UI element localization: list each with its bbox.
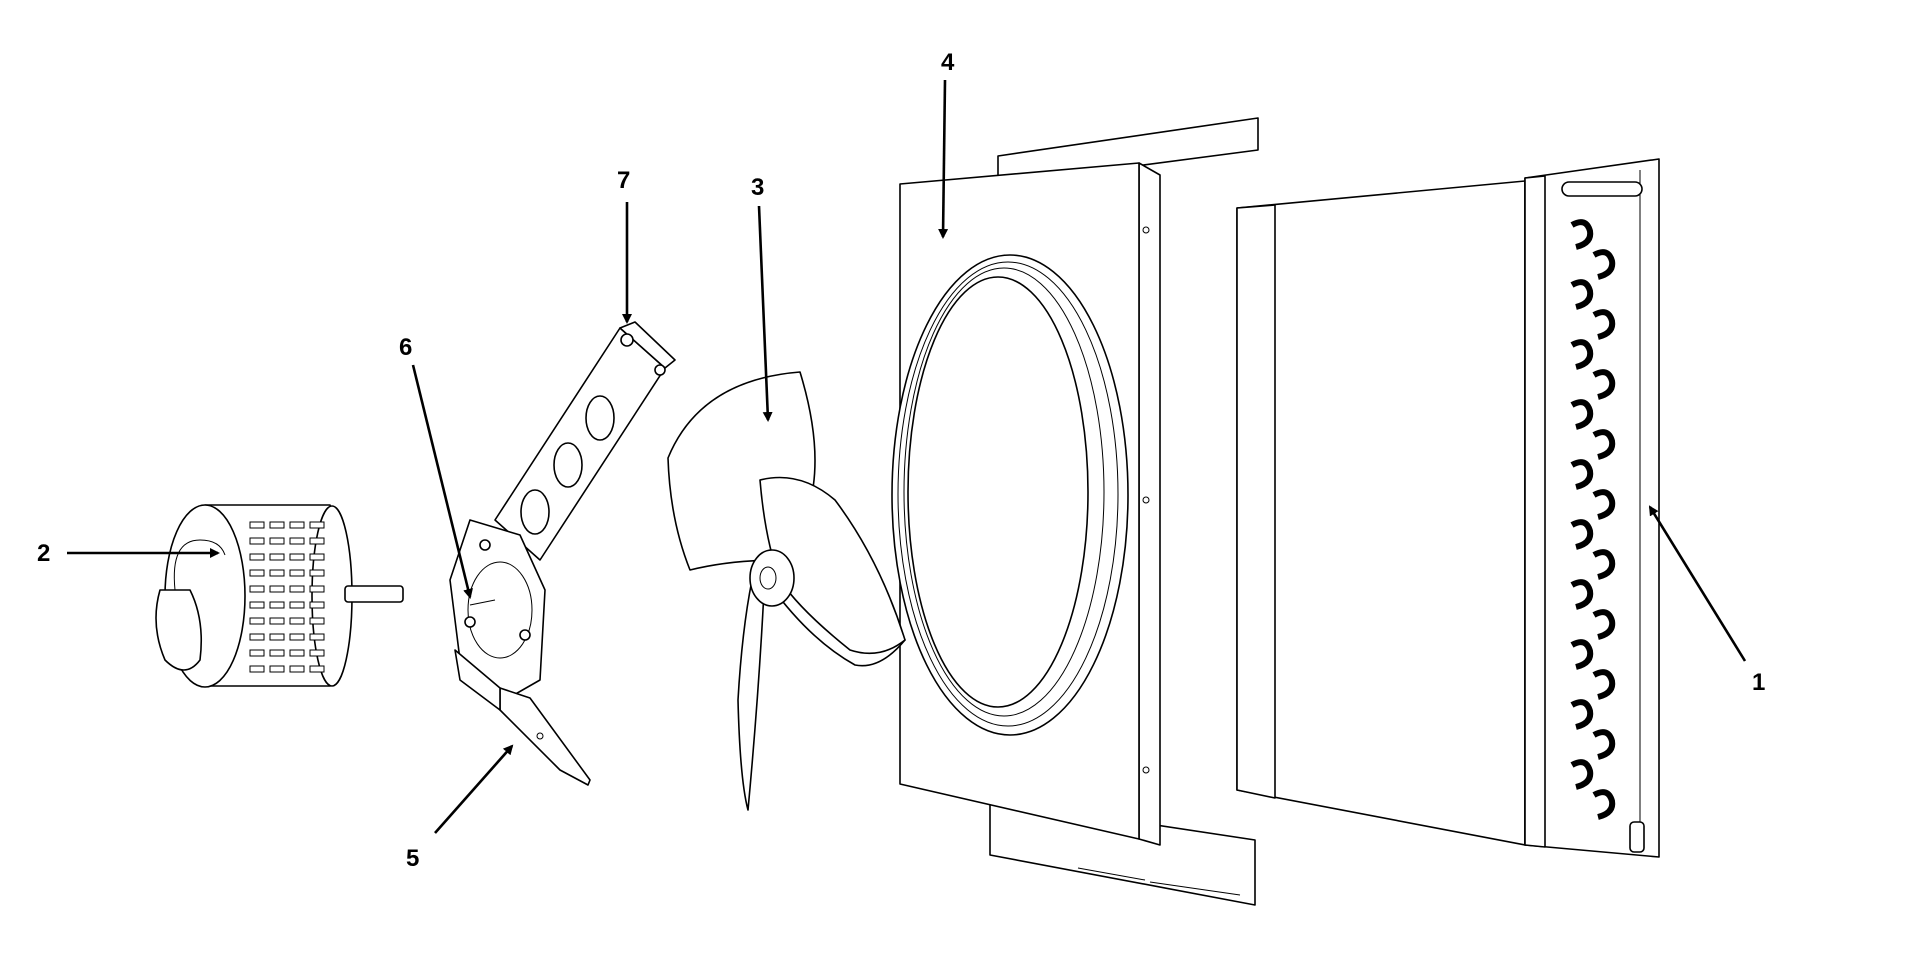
vent-slot [249, 633, 265, 641]
motor-vent-slots [249, 521, 325, 673]
u-bend [1592, 789, 1616, 820]
callout-label: 6 [399, 334, 412, 361]
u-bend [1570, 399, 1594, 430]
u-bend [1592, 669, 1616, 700]
motor-mount-bracket-upper [494, 321, 676, 561]
u-bend [1570, 459, 1594, 490]
vent-slot [269, 569, 285, 577]
callout-label: 4 [941, 49, 955, 76]
callout-2: 2 [37, 540, 220, 567]
vent-slot [249, 665, 265, 673]
vent-slot [249, 601, 265, 609]
vent-slot [309, 617, 325, 625]
vent-slot [269, 521, 285, 529]
vent-slot [309, 537, 325, 545]
callout-4: 4 [938, 49, 955, 239]
callout-label: 1 [1752, 669, 1765, 696]
vent-slot [269, 649, 285, 657]
fan-shroud [891, 117, 1259, 906]
u-bend [1592, 609, 1616, 640]
u-bend [1592, 309, 1616, 340]
vent-slot [249, 649, 265, 657]
vent-slot [289, 617, 305, 625]
vent-slot [309, 665, 325, 673]
fan-blade [667, 371, 906, 811]
u-bend [1570, 759, 1594, 790]
callout-5: 5 [406, 744, 514, 872]
vent-slot [289, 553, 305, 561]
u-bend [1592, 489, 1616, 520]
vent-slot [269, 633, 285, 641]
vent-slot [309, 553, 325, 561]
vent-slot [269, 585, 285, 593]
vent-slot [249, 553, 265, 561]
u-bend [1592, 729, 1616, 760]
coil [1236, 158, 1660, 858]
callout-label: 2 [37, 540, 50, 567]
u-bend [1570, 639, 1594, 670]
vent-slot [289, 585, 305, 593]
callout-6: 6 [399, 334, 473, 599]
vent-slot [289, 649, 305, 657]
motor-mount-plate [449, 519, 546, 701]
vent-slot [249, 569, 265, 577]
fan-motor [155, 504, 404, 688]
u-bend [1570, 339, 1594, 370]
callout-label: 3 [751, 174, 764, 201]
u-bend [1570, 219, 1594, 250]
vent-slot [309, 521, 325, 529]
u-bend [1592, 549, 1616, 580]
motor-mount-bracket-lower [454, 649, 591, 786]
vent-slot [309, 633, 325, 641]
vent-slot [289, 521, 305, 529]
vent-slot [289, 537, 305, 545]
vent-slot [309, 585, 325, 593]
callout-1: 1 [1648, 505, 1765, 696]
callout-7: 7 [617, 167, 632, 324]
coil-u-bends [1570, 219, 1616, 820]
u-bend [1570, 279, 1594, 310]
vent-slot [269, 553, 285, 561]
u-bend [1592, 429, 1616, 460]
vent-slot [249, 585, 265, 593]
vent-slot [269, 601, 285, 609]
u-bend [1570, 699, 1594, 730]
u-bend [1570, 519, 1594, 550]
u-bend [1570, 579, 1594, 610]
callout-3: 3 [751, 174, 773, 422]
u-bend [1592, 249, 1616, 280]
vent-slot [269, 665, 285, 673]
vent-slot [289, 665, 305, 673]
vent-slot [269, 537, 285, 545]
vent-slot [269, 617, 285, 625]
callout-label: 7 [617, 167, 630, 194]
vent-slot [289, 633, 305, 641]
vent-slot [289, 601, 305, 609]
vent-slot [309, 569, 325, 577]
callout-label: 5 [406, 845, 419, 872]
vent-slot [309, 601, 325, 609]
vent-slot [249, 617, 265, 625]
vent-slot [309, 649, 325, 657]
vent-slot [289, 569, 305, 577]
u-bend [1592, 369, 1616, 400]
vent-slot [249, 537, 265, 545]
vent-slot [249, 521, 265, 529]
